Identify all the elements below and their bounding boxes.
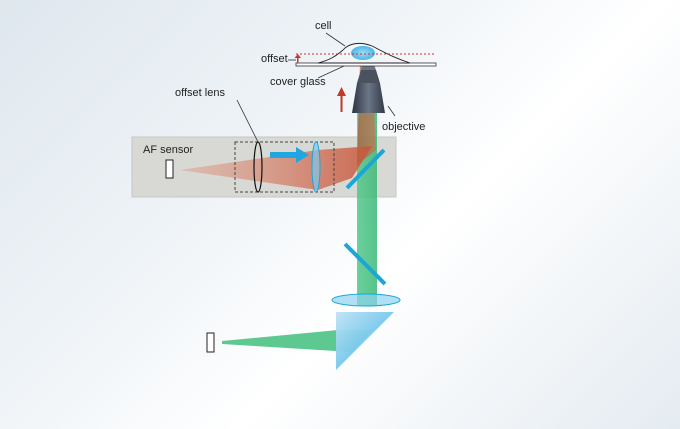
af-sensor-detector (165, 159, 174, 179)
objective-lens (352, 62, 385, 113)
af-dichroic-mirror (345, 148, 386, 190)
label-af-sensor: AF sensor (143, 144, 194, 156)
prism (336, 312, 394, 370)
label-objective: objective (382, 121, 426, 133)
offset-lens-movable (311, 141, 321, 193)
focus-up-arrow-icon (337, 87, 346, 112)
cell-nucleus (351, 46, 375, 60)
label-offset: offset (261, 53, 288, 65)
green-beam-to-detector (222, 330, 372, 352)
offset-arrow-icon (294, 54, 301, 63)
tube-lens (331, 293, 401, 307)
leader-lines (236, 32, 396, 143)
dichroic-mirror-lower (343, 242, 387, 286)
camera-detector (206, 332, 215, 353)
label-offset-lens: offset lens (175, 87, 225, 99)
lens-movement-arrow (270, 147, 309, 163)
red-af-beam-horizontal (180, 146, 372, 190)
label-cell: cell (315, 20, 332, 32)
label-cover-glass: cover glass (270, 76, 326, 88)
offset-lens-box (234, 141, 335, 193)
